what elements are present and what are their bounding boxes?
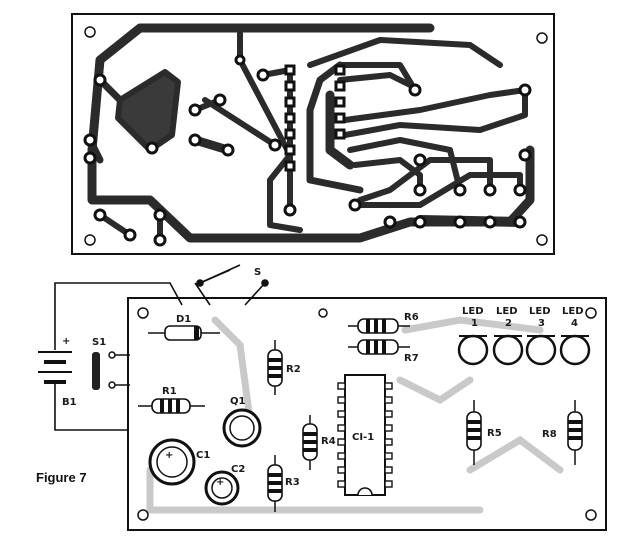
diode-d1 [148,325,220,341]
mount-hole [137,509,149,521]
resistor-r4 [302,415,318,470]
battery-plus: + [62,336,70,347]
resistor-r3 [267,455,283,512]
switch-lever [199,264,241,284]
r2-label: R2 [286,364,301,375]
resistor-r6 [348,318,410,334]
led-4-number: 4 [571,318,578,329]
battery-b1 [38,351,72,384]
c2-plus: + [216,477,224,488]
r1-label: R1 [162,386,177,397]
c1-plus: + [165,450,173,461]
mount-hole [318,308,328,318]
led-2-label: LED [496,306,518,317]
copper-side-board [71,13,555,255]
r5-label: R5 [487,428,502,439]
mount-hole [137,307,149,319]
d1-label: D1 [176,314,191,325]
r4-label: R4 [321,436,336,447]
mount-hole [585,509,597,521]
led-3 [525,334,557,366]
component-side-board: S + B1 S1 D1 [38,264,607,531]
q1-label: Q1 [230,396,246,407]
copper-pads [83,54,532,247]
led-1-number: 1 [471,318,478,329]
mount-hole [536,32,548,44]
resistor-r2 [267,340,283,395]
connector-label: S1 [92,337,106,348]
c2-label: C2 [231,464,245,475]
mount-hole [585,307,597,319]
led-4-label: LED [562,306,584,317]
resistor-r5 [466,400,482,465]
r8-label: R8 [542,429,557,440]
led-3-label: LED [529,306,551,317]
external-wiring [54,264,269,431]
ic-ci1 [337,374,393,496]
battery-label: B1 [62,397,77,408]
transistor-q1 [222,408,262,448]
mount-hole [84,26,96,38]
led-1 [457,334,489,366]
led-2 [492,334,524,366]
r7-label: R7 [404,353,419,364]
mount-hole [536,234,548,246]
figure-caption: Figure 7 [36,470,87,485]
capacitor-c1 [148,438,196,486]
capacitor-c2 [204,470,240,506]
resistor-r1 [138,398,205,414]
c1-label: C1 [196,450,210,461]
led-1-label: LED [462,306,484,317]
resistor-r7 [348,339,410,355]
connector-s1 [92,351,116,390]
r6-label: R6 [404,312,419,323]
r3-label: R3 [285,477,300,488]
ic-square-pads [284,64,346,172]
led-4 [559,334,591,366]
mount-hole [84,234,96,246]
trace-shadow [146,316,564,514]
resistor-r8 [567,400,583,465]
led-3-number: 3 [538,318,545,329]
led-2-number: 2 [505,318,512,329]
switch-label: S [254,267,261,278]
ic-label: CI-1 [352,432,374,443]
